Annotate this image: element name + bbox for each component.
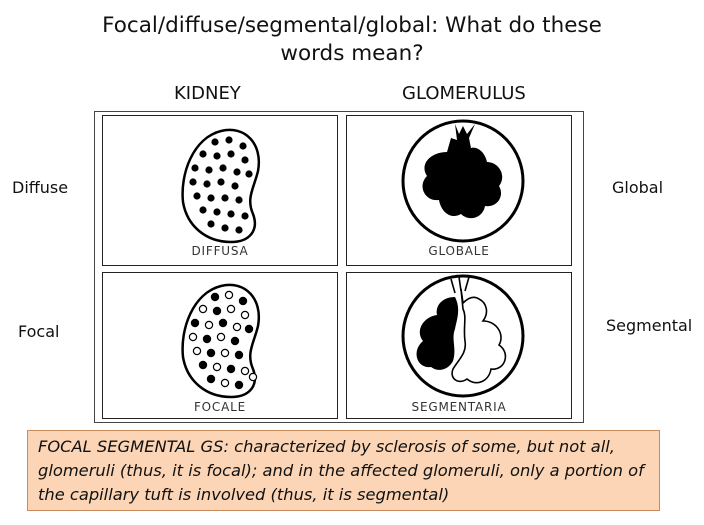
lesion-dot	[225, 136, 233, 144]
sclerosed-segment	[416, 297, 459, 370]
lesion-dot	[219, 164, 227, 172]
vascular-pole	[450, 276, 470, 294]
normal-glomerulus-dot	[226, 304, 236, 314]
sclerosed-glomerulus-dot	[206, 374, 216, 384]
lesion-dot	[203, 180, 211, 188]
lesion-dot	[211, 138, 219, 146]
normal-glomerulus-dot	[212, 362, 222, 372]
normal-glomerulus-dot	[216, 332, 226, 342]
normal-glomerulus-dot	[198, 304, 208, 314]
panel-globale: GLOBALE	[346, 115, 572, 266]
lesion-dot	[233, 168, 241, 176]
unaffected-segment	[451, 288, 507, 384]
diagram-figure: DIFFUSA GLOBALE FOCALE SEGMENTARIA	[94, 111, 584, 423]
normal-glomerulus-dot	[240, 310, 250, 320]
lesion-dot	[227, 150, 235, 158]
focal-kidney-illustration	[181, 283, 261, 399]
lesion-dot	[239, 142, 247, 150]
sclerosed-glomerulus-dot	[202, 334, 212, 344]
normal-glomerulus-dot	[204, 320, 214, 330]
normal-glomerulus-dot	[220, 378, 230, 388]
focale-caption: FOCALE	[193, 400, 246, 414]
kidney-outline	[181, 128, 261, 244]
lesion-dot	[207, 194, 215, 202]
panel-segmentaria: SEGMENTARIA	[346, 272, 572, 419]
diffusa-caption: DIFFUSA	[191, 244, 249, 258]
global-glomerulus-illustration	[401, 119, 525, 243]
segmental-glomerulus-illustration	[401, 274, 525, 398]
lesion-dot	[221, 224, 229, 232]
normal-glomerulus-dot	[224, 290, 234, 300]
sclerosed-glomerulus-dot	[234, 380, 244, 390]
lesion-dot	[193, 192, 201, 200]
segmentaria-caption: SEGMENTARIA	[411, 400, 507, 414]
normal-glomerulus-dot	[188, 332, 198, 342]
lesion-dot	[213, 152, 221, 160]
normal-glomerulus-dot	[192, 346, 202, 356]
normal-glomerulus-dot	[232, 322, 242, 332]
lesion-dot	[235, 226, 243, 234]
focal-lesion-dots	[188, 290, 258, 390]
diffuse-lesion-dots	[189, 136, 253, 234]
lesion-dot	[205, 166, 213, 174]
sclerosed-glomerulus-dot	[226, 364, 236, 374]
lesion-dot	[191, 164, 199, 172]
sclerosed-glomerulus-dot	[244, 324, 254, 334]
diffuse-row-label: Diffuse	[12, 178, 69, 197]
focal-row-label: Focal	[18, 322, 60, 341]
normal-glomerulus-dot	[248, 372, 258, 382]
lesion-dot	[245, 170, 253, 178]
lesion-dot	[199, 150, 207, 158]
panel-focale: FOCALE	[102, 272, 338, 419]
normal-glomerulus-dot	[220, 348, 230, 358]
lesion-dot	[189, 178, 197, 186]
globale-caption: GLOBALE	[428, 244, 490, 258]
sclerosed-glomerulus-dot	[206, 348, 216, 358]
panel-diffusa: DIFFUSA	[102, 115, 338, 266]
lesion-dot	[217, 178, 225, 186]
slide-title-line-2: words mean?	[280, 41, 424, 66]
sclerosed-glomerulus-dot	[230, 336, 240, 346]
lesion-dot	[241, 212, 249, 220]
normal-glomerulus-dot	[240, 366, 250, 376]
definition-callout: FOCAL SEGMENTAL GS: characterized by scl…	[27, 430, 660, 511]
sclerosed-glomerulus-dot	[190, 318, 200, 328]
lesion-dot	[221, 194, 229, 202]
sclerosed-glomerulus-dot	[218, 318, 228, 328]
lesion-dot	[235, 196, 243, 204]
sclerosed-glomerulus-dot	[234, 350, 244, 360]
lesion-dot	[231, 182, 239, 190]
sclerosed-glomerulus-dot	[198, 360, 208, 370]
sclerosed-glomerulus-dot	[210, 292, 220, 302]
slide-title-line-1: Focal/diffuse/segmental/global: What do …	[102, 13, 602, 38]
diffuse-kidney-illustration	[181, 128, 261, 244]
slide-title: Focal/diffuse/segmental/global: What do …	[60, 12, 644, 68]
sclerosed-tuft	[422, 124, 503, 219]
lesion-dot	[227, 210, 235, 218]
global-row-label: Global	[612, 178, 664, 197]
sclerosed-glomerulus-dot	[238, 296, 248, 306]
glomerulus-column-heading: GLOMERULUS	[402, 83, 526, 104]
lesion-dot	[207, 220, 215, 228]
sclerosed-glomerulus-dot	[212, 306, 222, 316]
lesion-dot	[241, 156, 249, 164]
lesion-dot	[199, 206, 207, 214]
lesion-dot	[213, 208, 221, 216]
segmental-row-label: Segmental	[606, 316, 693, 335]
kidney-column-heading: KIDNEY	[174, 83, 241, 104]
